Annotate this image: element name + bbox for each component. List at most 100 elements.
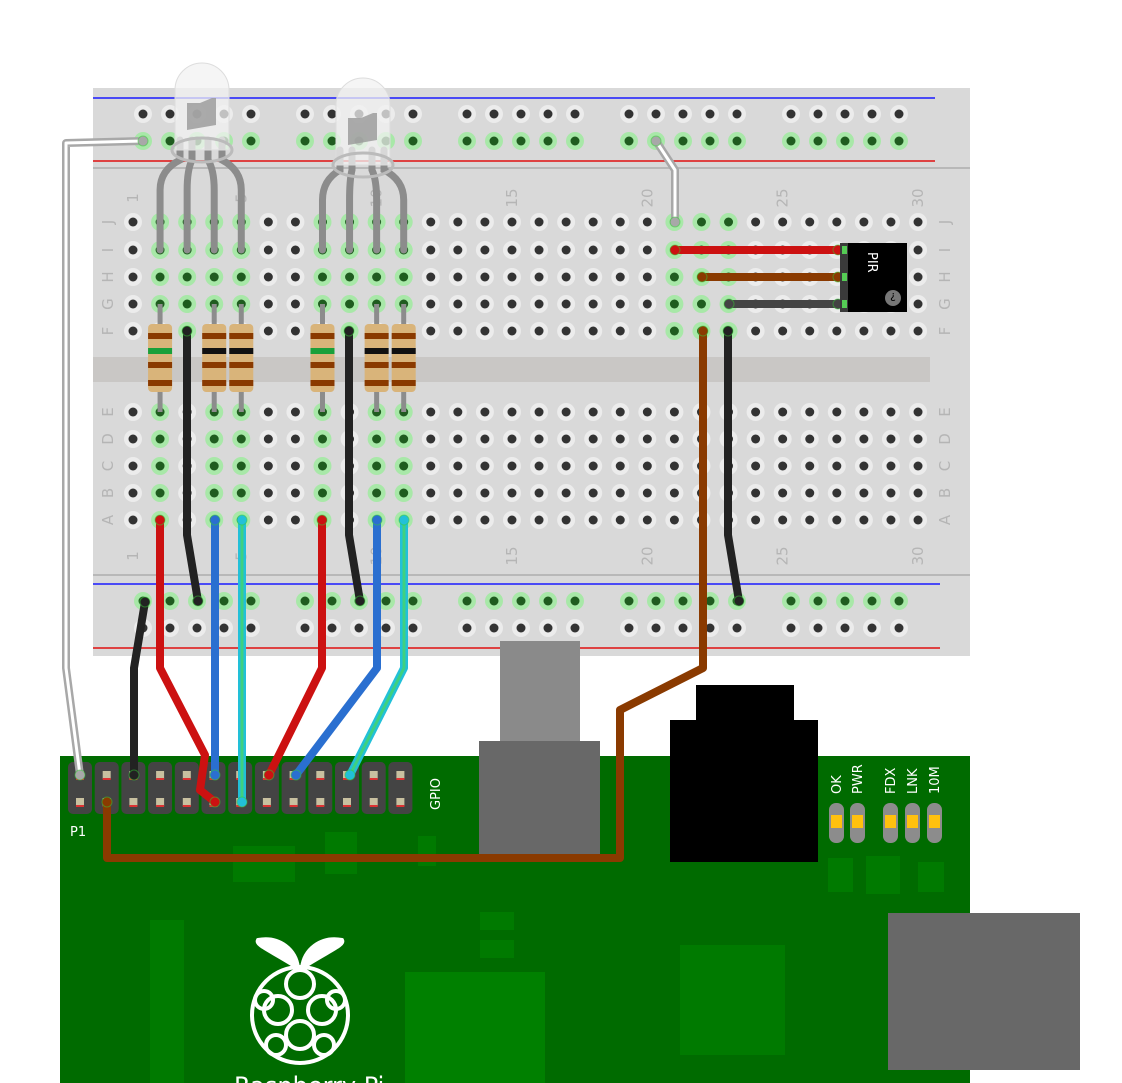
- breadboard-hole[interactable]: [530, 241, 549, 259]
- breadboard-hole[interactable]: [502, 241, 521, 259]
- breadboard-hole[interactable]: [394, 457, 413, 475]
- breadboard-hole[interactable]: [909, 213, 928, 231]
- gpio-pin[interactable]: [76, 798, 84, 807]
- breadboard-hole[interactable]: [584, 295, 603, 313]
- breadboard-hole[interactable]: [530, 322, 549, 340]
- breadboard-hole[interactable]: [909, 268, 928, 286]
- power-rail-hole[interactable]: [809, 132, 827, 150]
- breadboard-hole[interactable]: [638, 430, 657, 448]
- breadboard-hole[interactable]: [909, 484, 928, 502]
- breadboard-hole[interactable]: [502, 268, 521, 286]
- breadboard-hole[interactable]: [259, 403, 278, 421]
- breadboard-hole[interactable]: [394, 430, 413, 448]
- breadboard-hole[interactable]: [124, 403, 142, 421]
- breadboard-hole[interactable]: [881, 322, 900, 340]
- breadboard-hole[interactable]: [448, 322, 467, 340]
- breadboard-hole[interactable]: [611, 430, 630, 448]
- breadboard-hole[interactable]: [719, 213, 738, 231]
- breadboard-hole[interactable]: [584, 241, 603, 259]
- power-rail-hole[interactable]: [404, 619, 422, 637]
- breadboard-hole[interactable]: [611, 241, 630, 259]
- power-rail-hole[interactable]: [701, 132, 719, 150]
- breadboard-hole[interactable]: [827, 322, 846, 340]
- led2-blue-wire[interactable]: [290, 514, 383, 781]
- breadboard-hole[interactable]: [367, 268, 386, 286]
- breadboard-hole[interactable]: [800, 403, 819, 421]
- breadboard-hole[interactable]: [502, 213, 521, 231]
- power-rail-hole[interactable]: [674, 105, 692, 123]
- gpio-pin[interactable]: [182, 771, 191, 780]
- power-rail-hole[interactable]: [512, 105, 530, 123]
- breadboard-hole[interactable]: [800, 322, 819, 340]
- breadboard-hole[interactable]: [502, 430, 521, 448]
- breadboard-hole[interactable]: [854, 403, 873, 421]
- breadboard-hole[interactable]: [557, 403, 576, 421]
- power-rail-hole[interactable]: [890, 132, 908, 150]
- breadboard-hole[interactable]: [638, 213, 657, 231]
- breadboard-hole[interactable]: [530, 268, 549, 286]
- breadboard-hole[interactable]: [502, 403, 521, 421]
- breadboard-hole[interactable]: [584, 430, 603, 448]
- breadboard-hole[interactable]: [178, 268, 197, 286]
- breadboard-hole[interactable]: [638, 241, 657, 259]
- breadboard-hole[interactable]: [584, 213, 603, 231]
- power-rail-hole[interactable]: [566, 619, 584, 637]
- breadboard-hole[interactable]: [557, 430, 576, 448]
- gpio-pin[interactable]: [156, 798, 165, 807]
- power-rail-hole[interactable]: [863, 592, 881, 610]
- power-rail-hole[interactable]: [485, 592, 503, 610]
- breadboard-hole[interactable]: [881, 457, 900, 475]
- breadboard-hole[interactable]: [421, 241, 440, 259]
- breadboard-hole[interactable]: [773, 403, 792, 421]
- power-rail-hole[interactable]: [863, 105, 881, 123]
- breadboard-hole[interactable]: [746, 403, 765, 421]
- breadboard-hole[interactable]: [881, 403, 900, 421]
- breadboard-hole[interactable]: [475, 511, 494, 529]
- breadboard-hole[interactable]: [746, 213, 765, 231]
- breadboard-hole[interactable]: [800, 213, 819, 231]
- breadboard-hole[interactable]: [313, 484, 332, 502]
- power-rail-hole[interactable]: [161, 619, 179, 637]
- breadboard-hole[interactable]: [773, 213, 792, 231]
- power-rail-hole[interactable]: [566, 105, 584, 123]
- led1-blue-wire[interactable]: [209, 514, 221, 781]
- breadboard-hole[interactable]: [638, 268, 657, 286]
- breadboard-hole[interactable]: [421, 295, 440, 313]
- breadboard-hole[interactable]: [557, 241, 576, 259]
- breadboard-hole[interactable]: [746, 430, 765, 448]
- breadboard-hole[interactable]: [421, 403, 440, 421]
- breadboard-hole[interactable]: [502, 457, 521, 475]
- breadboard-hole[interactable]: [178, 295, 197, 313]
- breadboard-hole[interactable]: [530, 430, 549, 448]
- breadboard-hole[interactable]: [205, 457, 224, 475]
- breadboard-hole[interactable]: [421, 430, 440, 448]
- breadboard-hole[interactable]: [584, 403, 603, 421]
- power-rail-hole[interactable]: [242, 592, 260, 610]
- gpio-pin[interactable]: [102, 771, 111, 780]
- power-rail-hole[interactable]: [647, 592, 665, 610]
- breadboard-hole[interactable]: [124, 430, 142, 448]
- breadboard-hole[interactable]: [232, 268, 251, 286]
- power-rail-hole[interactable]: [620, 132, 638, 150]
- breadboard-hole[interactable]: [448, 457, 467, 475]
- breadboard-hole[interactable]: [881, 213, 900, 231]
- breadboard-hole[interactable]: [909, 322, 928, 340]
- breadboard-hole[interactable]: [367, 457, 386, 475]
- pir-black-jumper[interactable]: [723, 298, 844, 310]
- breadboard-hole[interactable]: [151, 430, 170, 448]
- power-rail-hole[interactable]: [215, 592, 233, 610]
- breadboard-hole[interactable]: [557, 322, 576, 340]
- power-rail-hole[interactable]: [863, 619, 881, 637]
- breadboard-hole[interactable]: [665, 484, 684, 502]
- breadboard-hole[interactable]: [530, 511, 549, 529]
- breadboard-hole[interactable]: [124, 213, 142, 231]
- gpio-pin[interactable]: [289, 798, 298, 807]
- breadboard-hole[interactable]: [638, 322, 657, 340]
- breadboard-hole[interactable]: [286, 322, 305, 340]
- power-rail-hole[interactable]: [485, 619, 503, 637]
- breadboard-hole[interactable]: [638, 403, 657, 421]
- breadboard-hole[interactable]: [638, 484, 657, 502]
- breadboard-hole[interactable]: [421, 457, 440, 475]
- breadboard-hole[interactable]: [530, 457, 549, 475]
- breadboard-hole[interactable]: [909, 403, 928, 421]
